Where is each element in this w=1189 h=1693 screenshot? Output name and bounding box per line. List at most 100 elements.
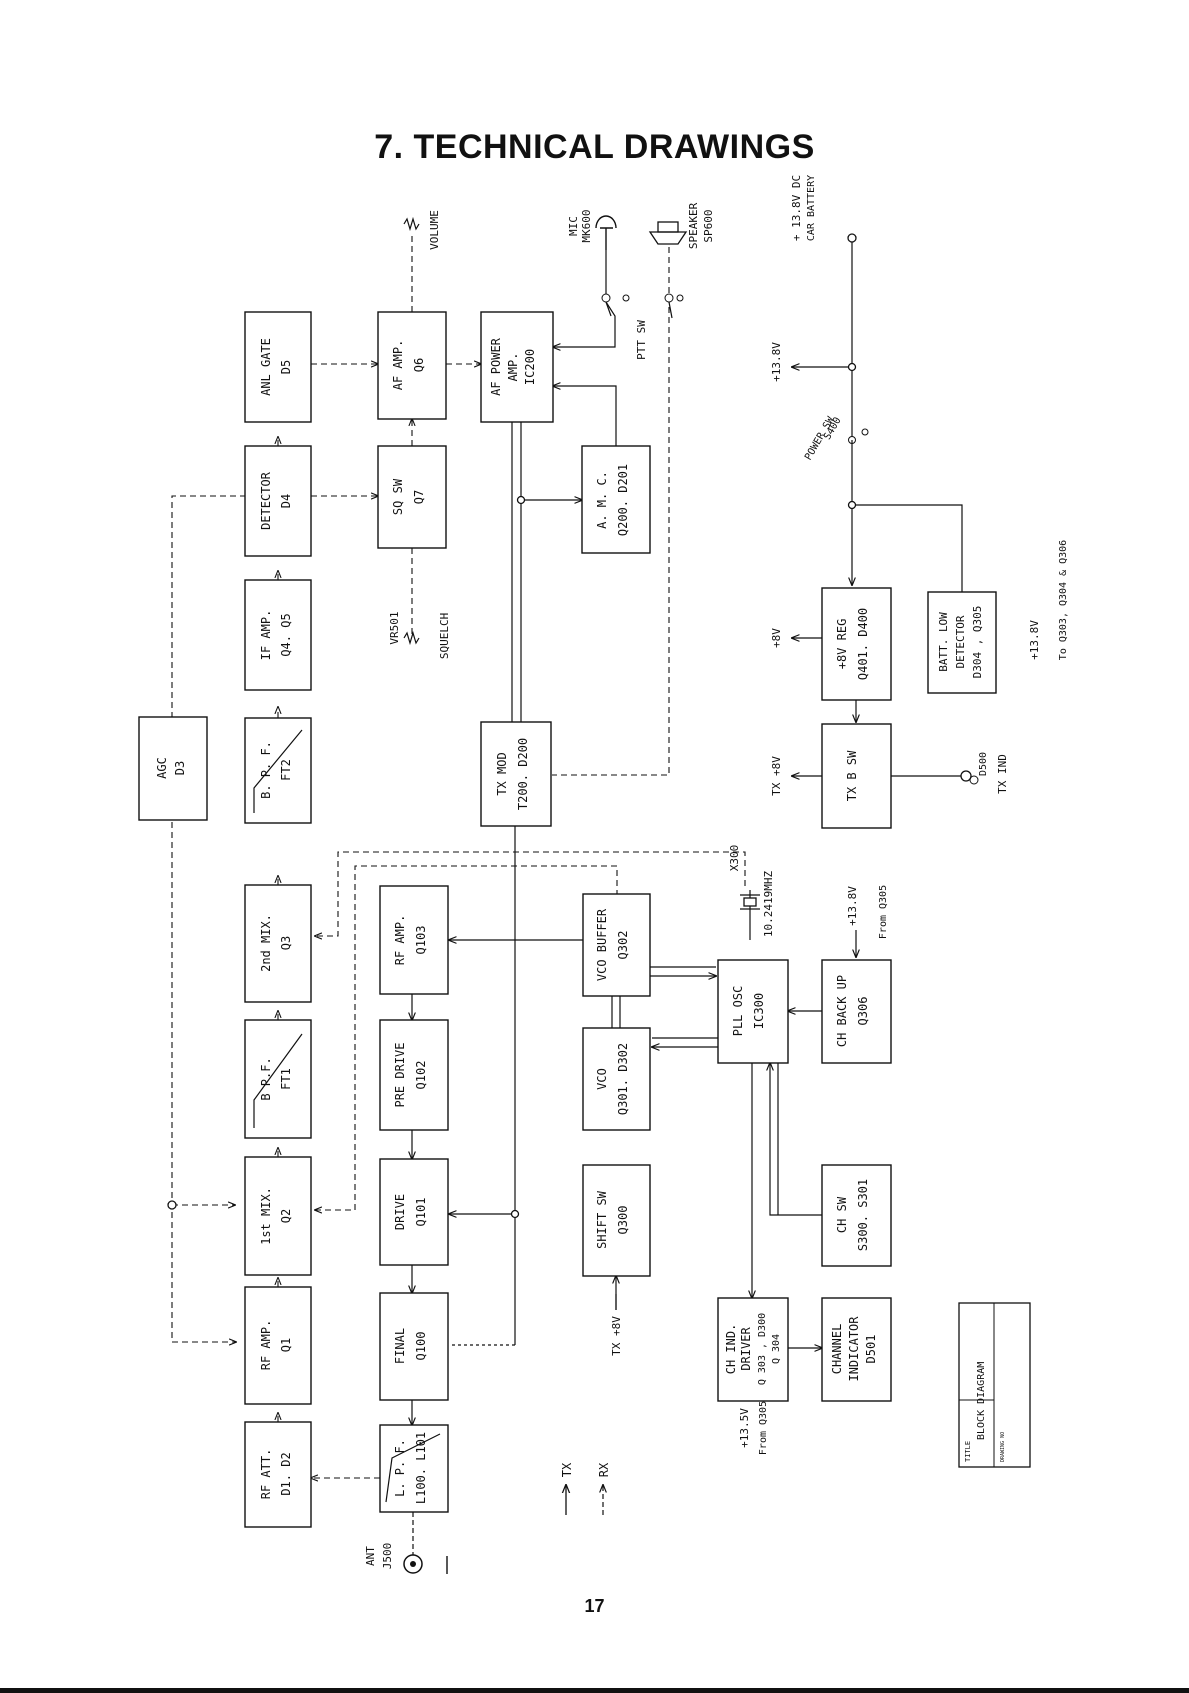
svg-text:AF POWER: AF POWER bbox=[489, 337, 503, 396]
block-drive: DRIVE Q101 bbox=[379, 1158, 449, 1266]
to-q303-label: To Q303, Q304 & Q306 bbox=[1058, 540, 1069, 660]
j500-label: J500 bbox=[381, 1543, 394, 1570]
volume-label: VOLUME bbox=[428, 210, 441, 250]
tx-led-icon bbox=[969, 775, 979, 785]
block-ch-backup: CH BACK UP Q306 bbox=[821, 959, 892, 1064]
title-block: TITLE BLOCK DIAGRAM DRAWING NO bbox=[958, 1302, 1031, 1468]
svg-text:DETECTOR: DETECTOR bbox=[259, 471, 273, 530]
svg-text:D3: D3 bbox=[173, 761, 187, 775]
block-batt-low-detector: BATT. LOW DETECTOR D304 , Q305 bbox=[927, 591, 997, 694]
svg-text:SHIFT SW: SHIFT SW bbox=[595, 1190, 609, 1249]
svg-text:DRIVE: DRIVE bbox=[393, 1194, 407, 1230]
svg-text:CH BACK UP: CH BACK UP bbox=[835, 975, 849, 1047]
svg-text:Q1: Q1 bbox=[279, 1338, 293, 1352]
junction-dots bbox=[167, 233, 972, 1219]
svg-text:RF ATT.: RF ATT. bbox=[259, 1449, 273, 1500]
svg-text:RF AMP.: RF AMP. bbox=[259, 1320, 273, 1371]
from-q305-label: From Q305 bbox=[878, 885, 889, 939]
svg-text:Q 303 , D300: Q 303 , D300 bbox=[757, 1313, 768, 1385]
svg-text:BATT. LOW: BATT. LOW bbox=[937, 612, 950, 672]
block-rf-att: RF ATT. D1. D2 bbox=[244, 1421, 312, 1528]
svg-text:INDICATOR: INDICATOR bbox=[847, 1316, 861, 1382]
ptt-sw-label: PTT SW bbox=[635, 320, 648, 360]
svg-text:Q401. D400: Q401. D400 bbox=[856, 608, 870, 680]
mic-icon bbox=[595, 215, 617, 250]
svg-text:Q103: Q103 bbox=[414, 926, 428, 955]
svg-text:SQ SW: SQ SW bbox=[391, 478, 405, 515]
squelch-label: SQUELCH bbox=[438, 613, 451, 659]
legend-tx-label: TX bbox=[560, 1462, 574, 1477]
block-rf-amp: RF AMP. Q1 bbox=[244, 1286, 312, 1405]
speaker-part-label: SP600 bbox=[702, 209, 715, 242]
x300-label: X300 bbox=[728, 845, 741, 872]
block-pll-osc: PLL OSC IC300 bbox=[717, 959, 789, 1064]
svg-text:D1. D2: D1. D2 bbox=[279, 1452, 293, 1495]
legend-rx-label: RX bbox=[597, 1462, 611, 1477]
block-final: FINAL Q100 bbox=[379, 1292, 449, 1401]
svg-text:+8V REG: +8V REG bbox=[835, 619, 849, 670]
ch-ind-from-label: From Q305 bbox=[758, 1401, 769, 1455]
block-lpf: L. P. F. L100. L101 bbox=[379, 1424, 449, 1513]
svg-text:PRE DRIVE: PRE DRIVE bbox=[393, 1042, 407, 1107]
block-8v-reg: +8V REG Q401. D400 bbox=[821, 587, 892, 701]
svg-text:AMP.: AMP. bbox=[506, 353, 520, 382]
svg-text:Q101: Q101 bbox=[414, 1198, 428, 1227]
svg-text:Q 304: Q 304 bbox=[771, 1334, 782, 1364]
squelch-pot-icon bbox=[403, 630, 420, 646]
svg-text:Q306: Q306 bbox=[856, 997, 870, 1026]
svg-text:TX MOD: TX MOD bbox=[495, 752, 509, 795]
block-tx-mod: TX MOD T200. D200 bbox=[480, 721, 552, 827]
block-bpf-ft2: B. P. F. FT2 bbox=[244, 717, 312, 824]
svg-text:Q7: Q7 bbox=[412, 490, 426, 504]
svg-text:VCO BUFFER: VCO BUFFER bbox=[595, 908, 609, 981]
block-2nd-mix: 2nd MIX. Q3 bbox=[244, 884, 312, 1003]
svg-text:D5: D5 bbox=[279, 360, 293, 374]
vr501-label: VR501 bbox=[388, 611, 401, 644]
svg-text:Q4. Q5: Q4. Q5 bbox=[279, 613, 293, 656]
ant-label: ANT bbox=[364, 1546, 377, 1566]
tx-plus-8v-label: TX +8V bbox=[770, 756, 783, 796]
drawing-no-label: DRAWING NO bbox=[1000, 1432, 1006, 1462]
svg-text:FT1: FT1 bbox=[279, 1068, 293, 1090]
svg-text:TX B SW: TX B SW bbox=[845, 750, 859, 801]
mic-label: MIC bbox=[567, 216, 580, 236]
svg-text:ANL GATE: ANL GATE bbox=[259, 338, 273, 396]
ch-ind-supply-label: +13.5V bbox=[738, 1408, 751, 1448]
dc-battery-label: + 13.8V DC bbox=[790, 175, 803, 241]
block-if-amp: IF AMP. Q4. Q5 bbox=[244, 579, 312, 691]
svg-text:T200. D200: T200. D200 bbox=[516, 738, 530, 810]
crystal-icon bbox=[740, 894, 760, 910]
antenna-connector-icon bbox=[403, 1512, 448, 1574]
speaker-icon bbox=[648, 221, 688, 245]
ch-backup-supply-label: +13.8V bbox=[846, 886, 859, 926]
svg-text:2nd MIX.: 2nd MIX. bbox=[259, 914, 273, 972]
svg-text:D304 , Q305: D304 , Q305 bbox=[971, 606, 984, 679]
svg-text:FINAL: FINAL bbox=[393, 1328, 407, 1364]
svg-text:IC300: IC300 bbox=[752, 993, 766, 1029]
svg-text:Q300: Q300 bbox=[616, 1206, 630, 1235]
plus-13-8v-label: +13.8V bbox=[770, 342, 783, 382]
block-1st-mix: 1st MIX. Q2 bbox=[244, 1156, 312, 1276]
block-af-power-amp: AF POWER AMP. IC200 bbox=[480, 311, 554, 423]
svg-text:1st MIX.: 1st MIX. bbox=[259, 1187, 273, 1245]
block-ch-ind-driver: CH IND. DRIVER Q 303 , D300 Q 304 bbox=[717, 1297, 789, 1402]
bottom-rule bbox=[0, 1688, 1189, 1693]
svg-text:Q3: Q3 bbox=[279, 936, 293, 950]
block-pre-drive: PRE DRIVE Q102 bbox=[379, 1019, 449, 1131]
block-vco: VCO Q301. D302 bbox=[582, 1027, 651, 1131]
power-switch bbox=[848, 428, 869, 470]
page-number: 17 bbox=[584, 1596, 605, 1616]
svg-text:Q200. D201: Q200. D201 bbox=[616, 464, 630, 536]
block-detector: DETECTOR D4 bbox=[244, 445, 312, 557]
svg-text:L100. L101: L100. L101 bbox=[414, 1432, 428, 1504]
svg-text:Q6: Q6 bbox=[412, 358, 426, 372]
title-block-value: BLOCK DIAGRAM bbox=[976, 1362, 987, 1440]
tx-plus-8v-shift-label: TX +8V bbox=[610, 1316, 623, 1356]
svg-text:AF AMP.: AF AMP. bbox=[391, 340, 405, 391]
svg-text:Q100: Q100 bbox=[414, 1332, 428, 1361]
rx-signal-lines bbox=[171, 232, 746, 1478]
svg-text:CH IND.: CH IND. bbox=[724, 1324, 738, 1375]
block-rf-amp-tx: RF AMP. Q103 bbox=[379, 885, 449, 995]
block-amc: A. M. C. Q200. D201 bbox=[581, 445, 651, 554]
svg-text:B P.F.: B P.F. bbox=[259, 1057, 273, 1100]
